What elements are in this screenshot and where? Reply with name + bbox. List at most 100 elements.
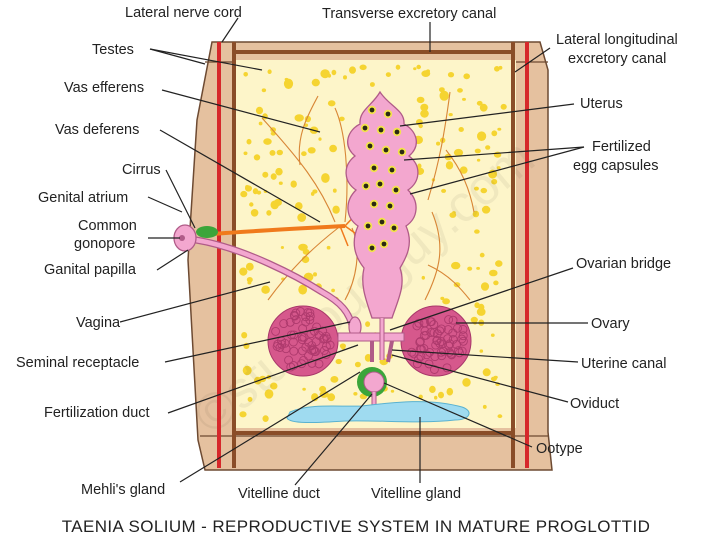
- testis: [261, 88, 267, 93]
- testis: [438, 391, 444, 399]
- ovary-lobe: [271, 326, 281, 336]
- label-seminal-receptacle: Seminal receptacle: [16, 355, 139, 371]
- testis: [369, 82, 375, 87]
- ovary-lobe: [458, 336, 468, 346]
- testis: [442, 298, 450, 305]
- vitelline-gland: [286, 401, 470, 424]
- ovary-lobe: [414, 354, 423, 364]
- testis: [457, 88, 463, 93]
- testis: [458, 127, 464, 132]
- egg-capsule-core: [393, 187, 399, 193]
- ovary-lobe: [415, 337, 425, 347]
- ovary-lobe: [443, 334, 453, 344]
- ovary-lobe: [297, 332, 307, 342]
- testis: [449, 212, 457, 218]
- testis: [242, 365, 252, 376]
- testis: [278, 181, 283, 185]
- ovary-lobe: [421, 330, 431, 340]
- testis: [421, 275, 425, 280]
- ovary-lobe: [319, 346, 329, 355]
- label-common-gonopore-2: gonopore: [74, 236, 135, 252]
- label-fertilized-2: egg capsules: [573, 158, 658, 174]
- ovary-lobe: [412, 359, 422, 369]
- egg-capsule-core: [383, 147, 389, 153]
- label-lateral-longitudinal-2: excretory canal: [568, 51, 666, 67]
- testis: [479, 349, 484, 353]
- egg-capsule-core: [362, 125, 368, 131]
- testis: [436, 141, 441, 146]
- label-testes: Testes: [92, 42, 134, 58]
- ovary-lobe: [447, 350, 457, 360]
- ovary-lobe: [444, 315, 454, 325]
- ovary-lobe: [426, 328, 436, 337]
- ovary-lobe: [407, 347, 417, 357]
- ovary-lobe: [312, 322, 322, 332]
- label-lateral-nerve-cord: Lateral nerve cord: [125, 5, 242, 21]
- testis: [283, 78, 294, 90]
- testis: [327, 100, 336, 107]
- testis: [480, 187, 488, 194]
- egg-capsule-core: [385, 111, 391, 117]
- ovary-lobe: [420, 326, 430, 336]
- testis: [294, 114, 304, 122]
- label-vitelline-duct: Vitelline duct: [238, 486, 320, 502]
- testis: [353, 392, 358, 396]
- label-ovary: Ovary: [591, 316, 630, 332]
- testis: [474, 148, 481, 154]
- testis: [298, 284, 308, 295]
- testis: [477, 131, 487, 141]
- testis: [339, 116, 345, 122]
- label-vitelline-gland: Vitelline gland: [371, 486, 461, 502]
- ovary-lobe: [289, 346, 299, 356]
- testis: [489, 269, 498, 277]
- testis: [479, 103, 488, 112]
- testis: [298, 243, 308, 251]
- testis: [495, 260, 503, 267]
- ovary-lobe: [458, 324, 468, 334]
- testis: [416, 64, 422, 70]
- testis: [320, 69, 330, 79]
- ovary-lobe: [443, 325, 453, 335]
- testis: [280, 246, 284, 249]
- testis: [321, 173, 330, 183]
- label-mehlis-gland: Mehli's gland: [81, 482, 165, 498]
- ovary-lobe: [297, 346, 307, 356]
- testis: [276, 149, 283, 156]
- label-uterus: Uterus: [580, 96, 623, 112]
- common-gonopore: [179, 235, 185, 241]
- testis: [474, 302, 480, 309]
- label-transverse-excretory-canal: Transverse excretory canal: [322, 6, 496, 22]
- ovary-lobe: [304, 337, 313, 347]
- label-genital-atrium: Genital atrium: [38, 190, 128, 206]
- ovary-lobe: [414, 318, 424, 328]
- ovary-lobe: [448, 334, 458, 344]
- testis: [491, 130, 498, 137]
- testis: [275, 167, 283, 176]
- testis: [307, 147, 316, 154]
- ovary-lobe: [448, 315, 458, 325]
- ovary-lobe: [442, 363, 452, 373]
- testis: [490, 376, 497, 382]
- testis: [446, 387, 454, 396]
- label-common-gonopore-1: Common: [78, 218, 137, 234]
- testis: [284, 77, 289, 81]
- testis: [318, 137, 322, 141]
- ovary-lobe: [435, 326, 445, 336]
- testis: [264, 389, 274, 399]
- testis: [239, 411, 247, 418]
- cirrus: [196, 226, 218, 238]
- ovary-left: [267, 305, 339, 377]
- testis: [349, 66, 356, 74]
- testis: [439, 90, 449, 101]
- testis: [343, 75, 347, 80]
- testis: [491, 178, 498, 185]
- ovary-lobe: [304, 351, 313, 361]
- testis: [364, 354, 372, 362]
- testis: [331, 288, 335, 293]
- testis: [245, 185, 250, 189]
- ovary-lobe: [448, 328, 458, 338]
- testis: [365, 321, 371, 327]
- label-ovarian-bridge: Ovarian bridge: [576, 256, 671, 272]
- ovary-lobe: [438, 339, 448, 349]
- testis: [480, 282, 490, 291]
